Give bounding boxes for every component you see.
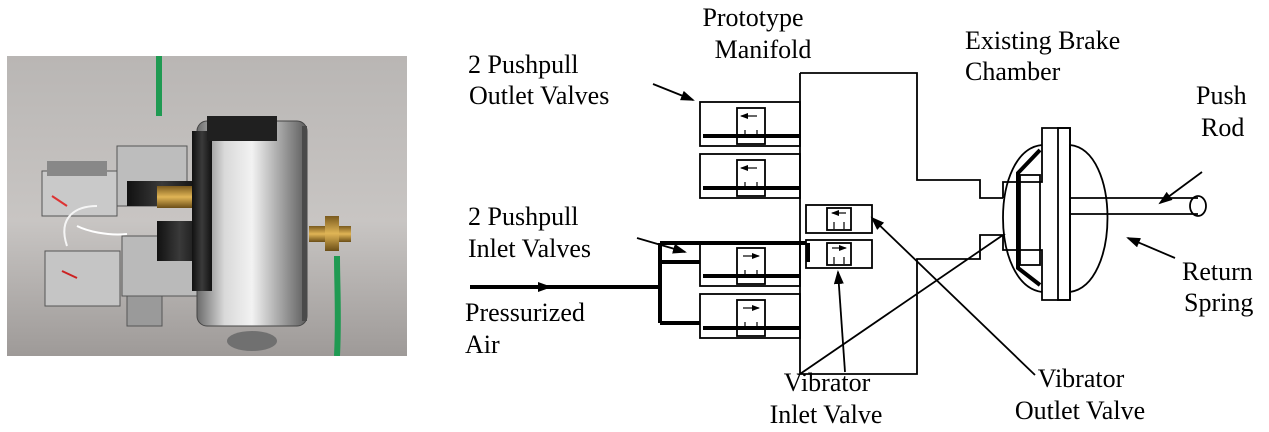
brake-chamber-label-line2: Chamber xyxy=(965,57,1061,86)
vibrator-inlet-label-line2: Inlet Valve xyxy=(770,400,883,429)
push-rod-label-line1: Push xyxy=(1196,81,1247,110)
vibrator-inlet-label-line1: Vibrator xyxy=(784,368,871,397)
manifold-body xyxy=(797,72,1006,375)
push-rod-label-line2: Rod xyxy=(1201,113,1244,142)
vibrator-outlet-label-line2: Outlet Valve xyxy=(1015,396,1145,425)
vibrator-inlet-leader xyxy=(833,270,846,373)
push-rod xyxy=(1070,195,1207,217)
outlet-valves-label-line2: Outlet Valves xyxy=(469,81,609,110)
prototype-photo-image xyxy=(7,56,407,356)
return-spring-label-line2: Spring xyxy=(1184,288,1253,317)
return-spring-label-line1: Return xyxy=(1182,257,1253,286)
inlet-valves-leader xyxy=(636,237,687,254)
air-supply-piping xyxy=(470,241,810,325)
outlet-valves-label-line1: 2 Pushpull xyxy=(468,50,579,79)
pressurized-air-label-line2: Air xyxy=(465,330,500,359)
inlet-valve-top xyxy=(699,241,801,287)
inlet-valves-label-line1: 2 Pushpull xyxy=(468,202,579,231)
vibrator-outlet-label-line1: Vibrator xyxy=(1038,364,1125,393)
prototype-photo xyxy=(7,56,407,356)
vibrator-outlet-valve xyxy=(805,204,873,234)
vibrator-outlet-leader xyxy=(870,216,1036,376)
outlet-valve-top xyxy=(699,101,801,147)
prototype-manifold-label-line2: Manifold xyxy=(715,35,812,64)
push-rod-leader xyxy=(1158,171,1203,205)
vibrator-inlet-valve xyxy=(805,239,873,269)
return-spring-leader xyxy=(1126,237,1176,259)
prototype-manifold-label-line1: Prototype xyxy=(702,3,803,32)
outlet-valve-bottom xyxy=(699,153,801,199)
pressurized-air-label-line1: Pressurized xyxy=(465,298,585,327)
outlet-valves-leader xyxy=(652,83,695,101)
brake-chamber xyxy=(1002,127,1109,301)
brake-chamber-label-line1: Existing Brake xyxy=(965,26,1120,55)
inlet-valves-label-line2: Inlet Valves xyxy=(468,234,591,263)
inlet-valve-bottom xyxy=(699,293,801,339)
